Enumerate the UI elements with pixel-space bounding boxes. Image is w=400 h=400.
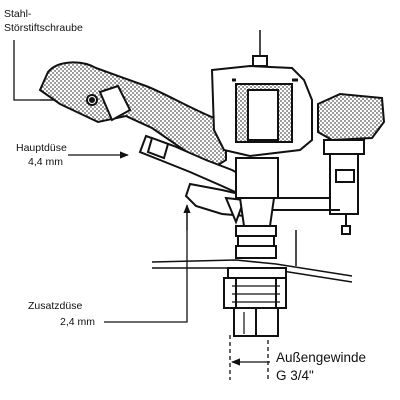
label-stahl-line2: Störstiftschraube (4, 22, 83, 34)
label-aussen-line2: G 3/4" (276, 368, 314, 383)
leader-zusatz (104, 207, 188, 323)
label-zusatz-line2: 2,4 mm (60, 316, 96, 328)
label-haupt-line1: Hauptdüse (16, 142, 67, 154)
label-haupt-line2: 4,4 mm (28, 156, 64, 168)
label-stahl-line1: Stahl- (4, 8, 32, 20)
label-aussen-line1: Außengewinde (276, 350, 367, 365)
sprinkler-body (38, 30, 386, 337)
label-zusatz-line1: Zusatzdüse (28, 300, 83, 312)
